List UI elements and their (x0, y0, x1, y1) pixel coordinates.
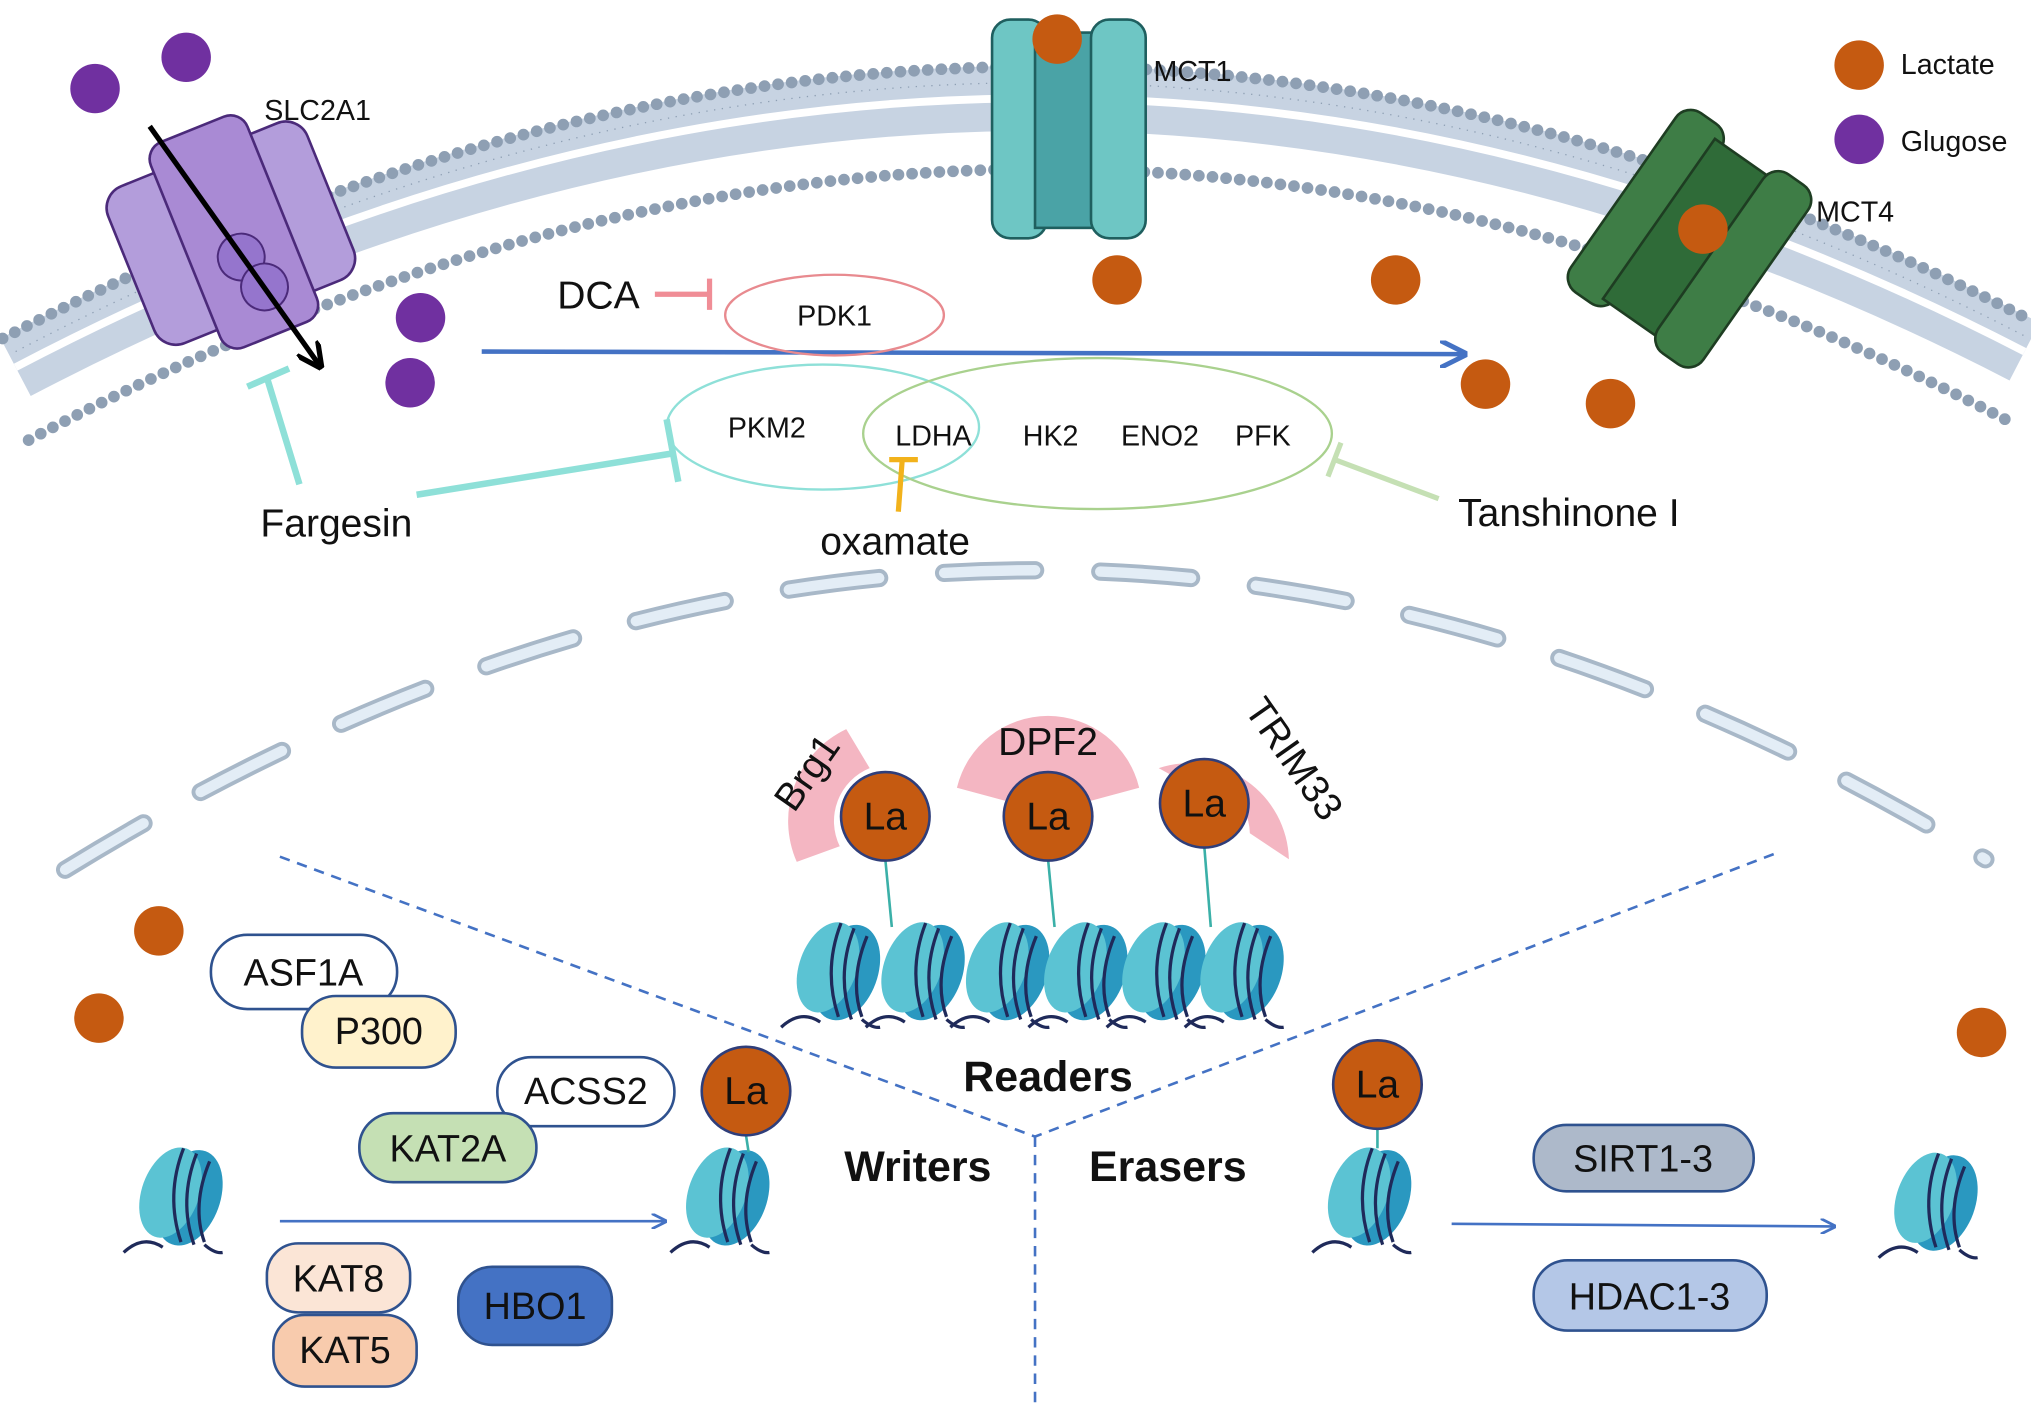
dca-label: DCA (557, 275, 639, 318)
glucose-legend-icon (1834, 114, 1884, 165)
tanshinone-inhibition (1325, 441, 1440, 502)
oxamate-label: oxamate (820, 521, 970, 564)
pkm2-label: PKM2 (728, 412, 806, 444)
lactate-molecules (74, 14, 2007, 1058)
legend: Lactate Glugose (1834, 40, 2008, 165)
reader-dpf2-shape (956, 715, 1140, 801)
svg-text:La: La (864, 795, 908, 838)
fargesin-label: Fargesin (260, 502, 412, 545)
lactate-legend-icon (1834, 40, 1884, 90)
glycolytic-enzymes-ellipse (862, 356, 1334, 511)
readers-title: Readers (963, 1053, 1133, 1101)
glucose-import-arrow (147, 124, 319, 364)
writer-hbo1: HBO1 (456, 1265, 614, 1347)
unmodified-nucleosome-writers (122, 1137, 237, 1257)
mct1-label: MCT1 (1154, 56, 1232, 88)
eraser-arrow (1451, 1224, 1833, 1227)
writers-title: Writers (844, 1143, 991, 1191)
ldha-label: LDHA (895, 420, 972, 452)
hk2-label: HK2 (1023, 420, 1079, 452)
mct1-transporter (990, 18, 1147, 240)
eraser-hdac1-3: HDAC1-3 (1532, 1258, 1769, 1332)
erasers-title: Erasers (1089, 1143, 1247, 1191)
pdk1-ellipse (723, 273, 946, 357)
mct4-label: MCT4 (1816, 196, 1894, 228)
writer-kat5: KAT5 (272, 1313, 418, 1388)
reader-chromatin (779, 911, 1298, 1032)
legend-lactate: Lactate (1901, 49, 1995, 81)
eraser-sirt1-3: SIRT1-3 (1532, 1123, 1755, 1193)
glycolysis-arrow (481, 352, 1462, 355)
svg-text:HDAC1-3: HDAC1-3 (1569, 1276, 1731, 1318)
svg-text:ACSS2: ACSS2 (524, 1070, 648, 1112)
svg-text:La: La (1183, 782, 1227, 825)
svg-text:P300: P300 (335, 1010, 423, 1052)
unmodified-nucleosome-erasers (1877, 1142, 1992, 1262)
tanshinone-label: Tanshinone I (1458, 492, 1679, 535)
lactyl-mark-erasers (1331, 1038, 1424, 1131)
lactylated-nucleosome-writers (668, 1137, 784, 1257)
reader-trim33-shape (1158, 763, 1289, 860)
svg-text:SIRT1-3: SIRT1-3 (1573, 1138, 1713, 1180)
writer-asf1a: ASF1A (209, 933, 399, 1011)
writer-kat8: KAT8 (265, 1242, 412, 1314)
writer-kat2a: KAT2A (358, 1111, 538, 1184)
writer-p300: P300 (300, 994, 457, 1069)
svg-text:La: La (724, 1070, 768, 1113)
svg-text:ASF1A: ASF1A (244, 952, 364, 994)
nuclear-envelope (55, 561, 1995, 879)
pdk1-label: PDK1 (797, 301, 872, 333)
svg-text:KAT2A: KAT2A (389, 1127, 507, 1169)
oxamate-inhibition (889, 457, 918, 512)
lactyl-mark-writers (700, 1045, 792, 1137)
reader-dpf2-label: DPF2 (998, 721, 1098, 764)
svg-text:La: La (1026, 795, 1070, 838)
dca-inhibition (654, 278, 713, 310)
reader-lactyl-marks: La La La (839, 757, 1250, 928)
eno2-label: ENO2 (1121, 420, 1199, 452)
writer-acss2: ACSS2 (496, 1055, 676, 1128)
section-dividers (279, 851, 1778, 1409)
legend-glucose: Glugose (1901, 126, 2008, 158)
pfk-label: PFK (1235, 420, 1291, 452)
svg-text:KAT5: KAT5 (299, 1329, 391, 1371)
lactylated-nucleosome-erasers (1310, 1137, 1426, 1257)
svg-text:HBO1: HBO1 (484, 1285, 587, 1327)
glucose-molecules (70, 32, 446, 408)
svg-text:La: La (1356, 1064, 1400, 1107)
reader-brg1-shape (788, 729, 870, 862)
fargesin-inhibition-pkm2 (416, 418, 682, 498)
svg-text:KAT8: KAT8 (293, 1258, 385, 1300)
slc2a1-label: SLC2A1 (264, 95, 371, 127)
fargesin-inhibition-slc2a1 (246, 365, 303, 486)
